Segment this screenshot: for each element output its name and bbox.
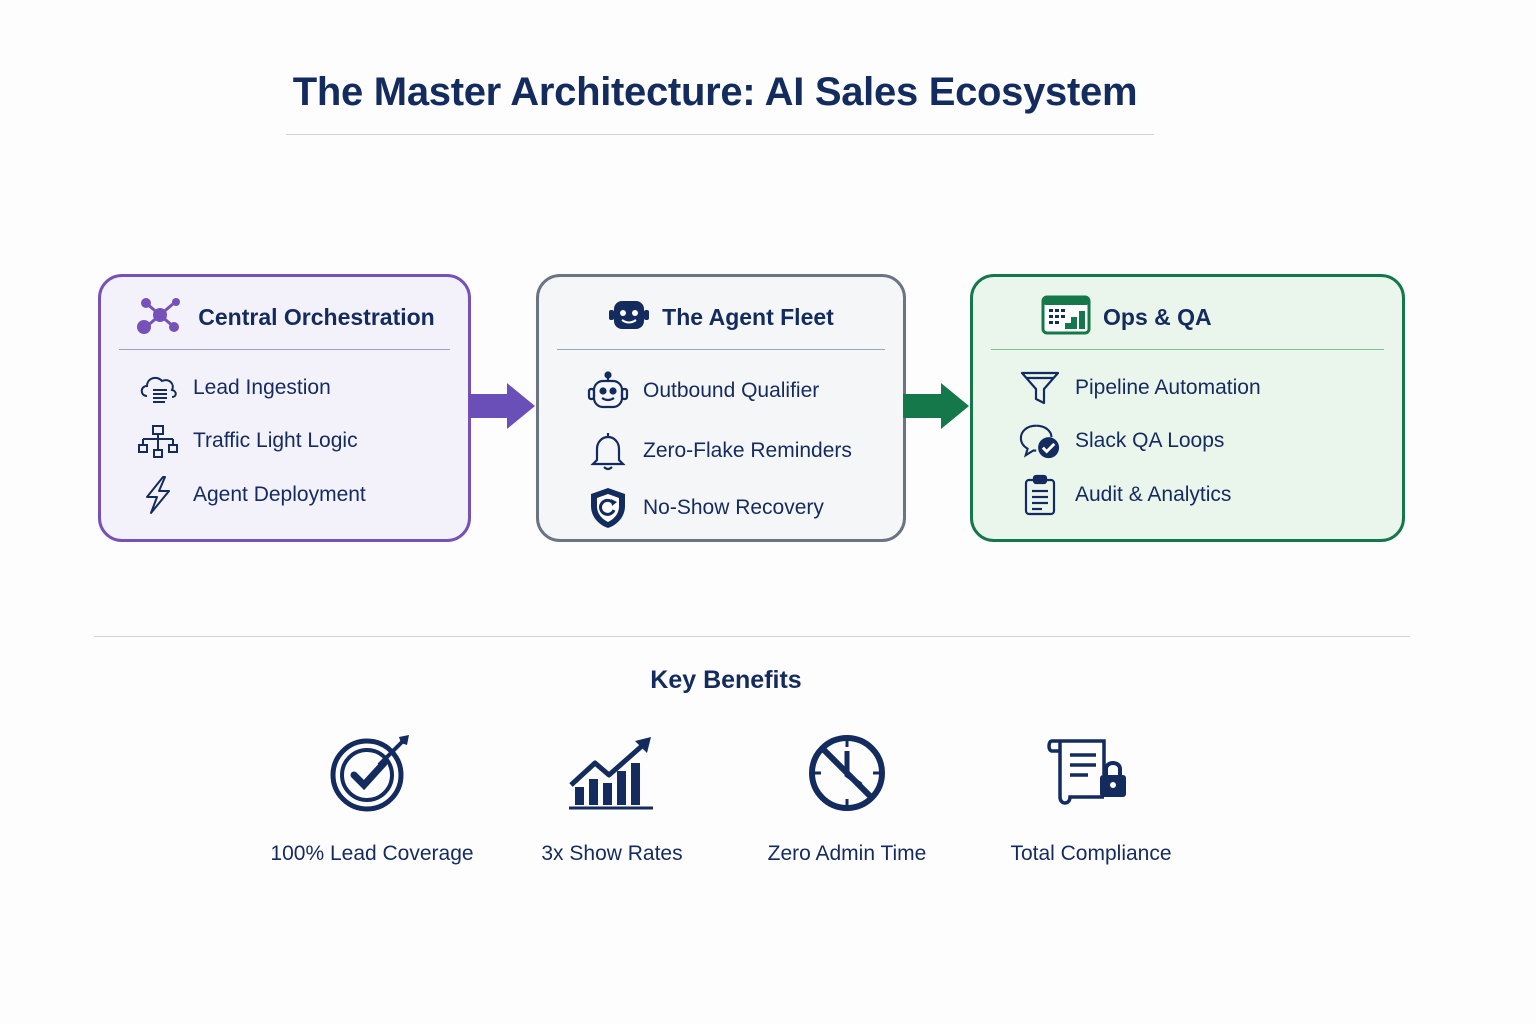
dashboard-window-icon	[1041, 295, 1091, 340]
clipboard-icon	[1019, 474, 1061, 516]
stage-item: Outbound Qualifier	[587, 370, 819, 412]
card-heading: Central Orchestration	[198, 303, 435, 330]
bell-icon	[587, 430, 629, 472]
benefit-label: Total Compliance	[1010, 842, 1172, 865]
benefit-item: 3x Show Rates	[492, 728, 732, 866]
stage-item: Agent Deployment	[137, 474, 366, 516]
title-divider	[286, 134, 1154, 135]
card-header: Ops & QA	[1041, 295, 1402, 339]
flow-arrow-green	[903, 383, 969, 429]
flow-arrow-purple	[469, 383, 535, 429]
ops-qa-card: Ops & QA Pipeline Automation Slack QA Lo…	[970, 274, 1405, 542]
page-title: The Master Architecture: AI Sales Ecosys…	[292, 70, 1138, 114]
item-label: Slack QA Loops	[1075, 429, 1225, 452]
stage-item: Lead Ingestion	[137, 367, 331, 409]
item-label: Zero-Flake Reminders	[643, 439, 852, 462]
stage-item: Zero-Flake Reminders	[587, 430, 852, 472]
benefit-item: Zero Admin Time	[727, 728, 967, 866]
card-divider	[557, 349, 885, 350]
item-label: Pipeline Automation	[1075, 376, 1261, 399]
benefit-label: 3x Show Rates	[541, 842, 683, 865]
stage-item: Slack QA Loops	[1019, 420, 1224, 462]
central-orchestration-card: Central Orchestration Lead Ingestion Tra…	[98, 274, 471, 542]
robot-headset-icon	[587, 370, 629, 412]
stage-item: Pipeline Automation	[1019, 367, 1261, 409]
stage-item: Traffic Light Logic	[137, 420, 358, 462]
card-header: Central Orchestration	[101, 295, 468, 339]
benefit-item: Total Compliance	[971, 728, 1211, 866]
card-heading: Ops & QA	[1103, 303, 1212, 330]
benefit-label: 100% Lead Coverage	[270, 842, 474, 865]
item-label: Lead Ingestion	[193, 376, 331, 399]
robot-face-icon	[608, 297, 650, 338]
document-lock-icon	[1046, 728, 1136, 818]
card-header: The Agent Fleet	[539, 295, 903, 339]
target-check-icon	[327, 728, 417, 818]
item-label: Traffic Light Logic	[193, 429, 358, 452]
chat-check-icon	[1019, 420, 1061, 462]
stage-item: Audit & Analytics	[1019, 474, 1231, 516]
lightning-icon	[137, 474, 179, 516]
network-nodes-icon	[134, 295, 186, 340]
section-divider	[94, 636, 1410, 637]
card-divider	[119, 349, 450, 350]
item-label: Outbound Qualifier	[643, 379, 820, 402]
growth-chart-icon	[567, 728, 657, 818]
flow-hierarchy-icon	[137, 420, 179, 462]
benefit-item: 100% Lead Coverage	[252, 728, 492, 866]
card-heading: The Agent Fleet	[662, 303, 834, 330]
card-divider	[991, 349, 1384, 350]
item-label: Agent Deployment	[193, 483, 366, 506]
cloud-list-icon	[137, 367, 179, 409]
item-label: No-Show Recovery	[643, 496, 824, 519]
clock-slash-icon	[802, 728, 892, 818]
benefit-label: Zero Admin Time	[767, 842, 927, 865]
stage-item: No-Show Recovery	[587, 487, 824, 529]
shield-refresh-icon	[587, 487, 629, 529]
agent-fleet-card: The Agent Fleet Outbound Qualifier Zero-…	[536, 274, 906, 542]
item-label: Audit & Analytics	[1075, 483, 1232, 506]
funnel-icon	[1019, 367, 1061, 409]
benefits-title: Key Benefits	[650, 666, 802, 694]
